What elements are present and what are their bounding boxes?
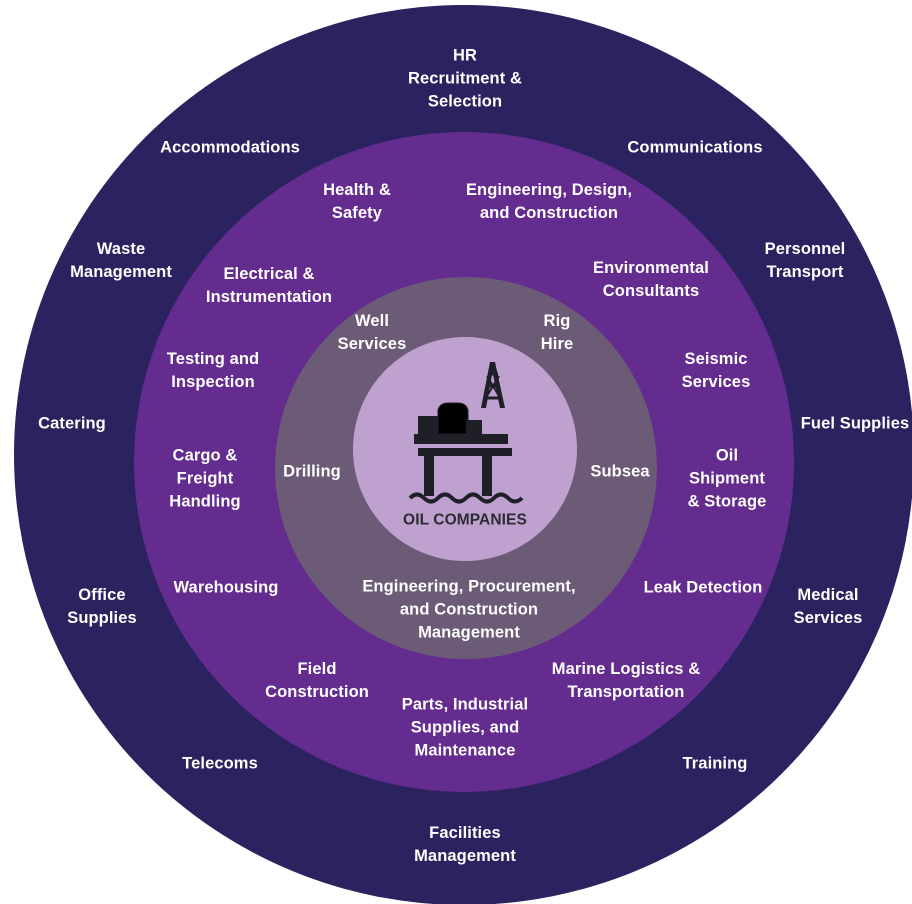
field-construction-label: Field Construction bbox=[265, 660, 369, 701]
communications-label: Communications bbox=[627, 138, 763, 157]
well-services-label: Well Services bbox=[337, 312, 407, 353]
facilities-management-label: Facilities Management bbox=[414, 824, 516, 865]
waste-management-label: Waste Management bbox=[70, 240, 172, 281]
environmental-consultants-label: Environmental Consultants bbox=[593, 259, 709, 300]
medical-services-label: Medical Services bbox=[793, 586, 863, 627]
office-supplies-label: Office Supplies bbox=[67, 586, 137, 627]
oil-rig-icon bbox=[408, 362, 524, 504]
engineering-design-construction-label: Engineering, Design, and Construction bbox=[465, 181, 633, 222]
cargo-freight-label: Cargo & Freight Handling bbox=[169, 446, 241, 511]
health-safety-label: Health & Safety bbox=[323, 181, 391, 222]
electrical-instrumentation-label: Electrical & Instrumentation bbox=[205, 265, 333, 306]
warehousing-label: Warehousing bbox=[173, 578, 279, 597]
fuel-supplies-label: Fuel Supplies bbox=[800, 414, 910, 433]
personnel-transport-label: Personnel Transport bbox=[764, 240, 846, 281]
rig-hire-label: Rig Hire bbox=[540, 312, 574, 353]
epcm-label: Engineering, Procurement, and Constructi… bbox=[362, 577, 576, 642]
accommodations-label: Accommodations bbox=[160, 138, 300, 157]
subsea-label: Subsea bbox=[590, 462, 650, 481]
oil-companies-label: OIL COMPANIES bbox=[403, 511, 527, 529]
telecoms-label: Telecoms bbox=[182, 754, 258, 773]
leak-detection-label: Leak Detection bbox=[643, 578, 763, 597]
marine-logistics-label: Marine Logistics & Transportation bbox=[551, 660, 701, 701]
training-label: Training bbox=[682, 754, 748, 773]
testing-inspection-label: Testing and Inspection bbox=[166, 350, 260, 391]
oil-shipment-label: Oil Shipment & Storage bbox=[687, 446, 767, 511]
hr-recruitment-label: HR Recruitment & Selection bbox=[407, 46, 523, 111]
seismic-services-label: Seismic Services bbox=[681, 350, 751, 391]
drilling-label: Drilling bbox=[283, 462, 341, 481]
parts-supplies-label: Parts, Industrial Supplies, and Maintena… bbox=[401, 695, 529, 760]
catering-label: Catering bbox=[38, 414, 106, 433]
